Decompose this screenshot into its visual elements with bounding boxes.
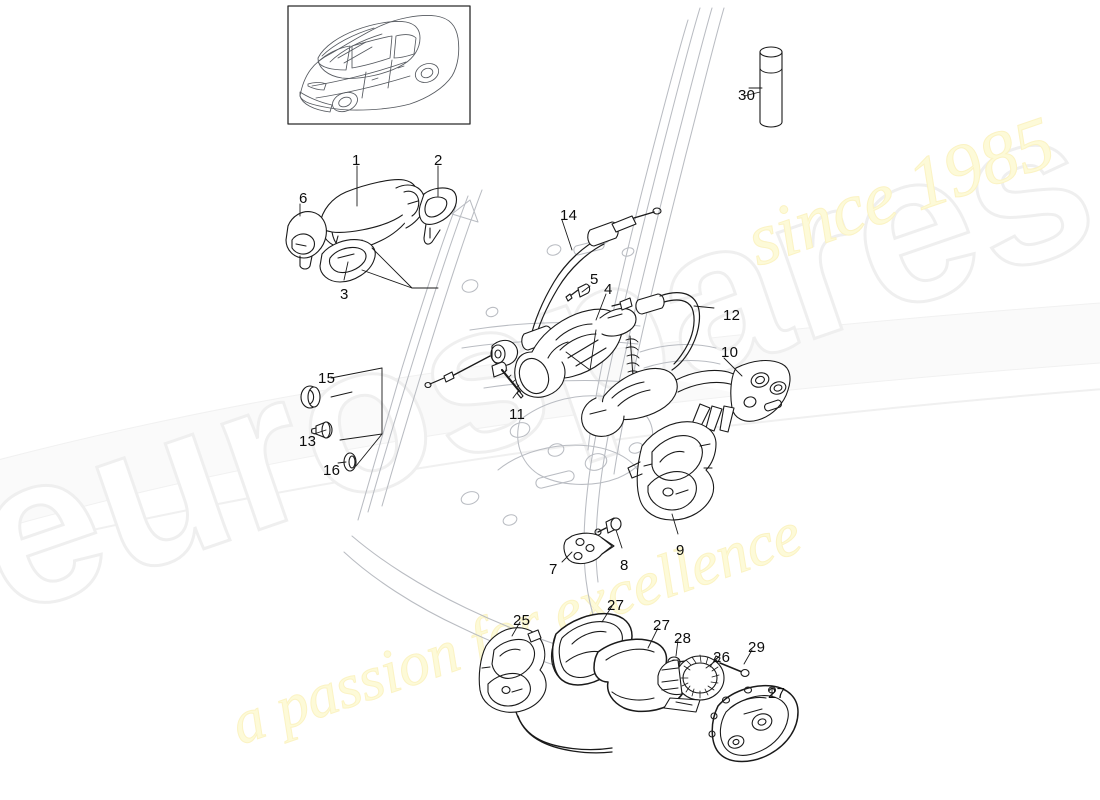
callout-handle-end-cap: 2 — [434, 152, 443, 169]
callout-striker-bolt: 8 — [620, 557, 629, 574]
part-11-mounting-bolt — [491, 361, 524, 399]
part-3-lock-cover-trim — [319, 239, 376, 283]
part-6-handle-bracket-cap — [285, 211, 327, 270]
part-8-striker-bolt — [594, 517, 622, 536]
part-29-retaining-pin — [713, 655, 750, 678]
callout-retaining-pin: 29 — [748, 639, 766, 656]
callout-mounting-bolt: 11 — [509, 406, 526, 423]
callout-door-hinge-bracket: 10 — [721, 344, 739, 361]
callout-latch-housing-cover: 27 — [607, 597, 625, 614]
part-14-bowden-cable-long — [424, 207, 662, 389]
callout-latch-housing-cover: 27 — [768, 685, 786, 702]
part-25-door-lock-unit — [478, 627, 613, 754]
callout-door-latch-lower: 9 — [676, 542, 685, 559]
part-9-door-latch-lower — [627, 421, 717, 521]
callout-bowden-cable-long: 14 — [560, 207, 578, 224]
callout-bowden-cable-short: 12 — [723, 307, 741, 324]
part-27c-latch-cover — [708, 684, 799, 763]
vehicle-line-drawing — [299, 15, 460, 113]
part-4-lock-actuator — [514, 307, 637, 398]
callout-lock-drive-motor: 26 — [713, 649, 731, 666]
part-15-blanking-cap — [300, 385, 321, 409]
part-10-door-hinge-bracket — [581, 359, 791, 437]
callout-handle-bracket-cap: 6 — [299, 190, 308, 207]
callout-outer-door-handle: 1 — [352, 152, 361, 169]
watermark-swoosh-line — [0, 388, 1100, 552]
callout-door-lock-unit: 25 — [513, 612, 531, 629]
callout-fixing-screw: 5 — [590, 271, 599, 288]
watermark-swoosh — [0, 302, 1100, 530]
vehicle-orientation-inset — [287, 5, 471, 125]
part-5-fixing-screw — [565, 283, 591, 302]
callout-door-lock-actuator-motor: 4 — [604, 281, 613, 298]
callout-grommet: 16 — [323, 462, 341, 479]
part-30-cylindrical-pin — [748, 46, 783, 128]
callout-cable-eyelet: 28 — [674, 630, 692, 647]
callout-sealing-plug: 13 — [299, 433, 317, 450]
part-7-striker-gasket — [563, 532, 615, 565]
callout-lock-cylinder-cover-trim: 3 — [340, 286, 349, 303]
callout-blanking-cap: 15 — [318, 370, 336, 387]
callout-cylindrical-pin-sleeve: 30 — [738, 87, 756, 104]
callout-latch-housing-cover: 27 — [653, 617, 671, 634]
part-12-bowden-cable-short — [611, 292, 701, 371]
callout-striker-plate-gasket: 7 — [549, 561, 558, 578]
leader-lines — [299, 91, 773, 697]
part-26-lock-drive-motor — [657, 654, 725, 713]
part-2-handle-end-cap — [418, 187, 458, 245]
